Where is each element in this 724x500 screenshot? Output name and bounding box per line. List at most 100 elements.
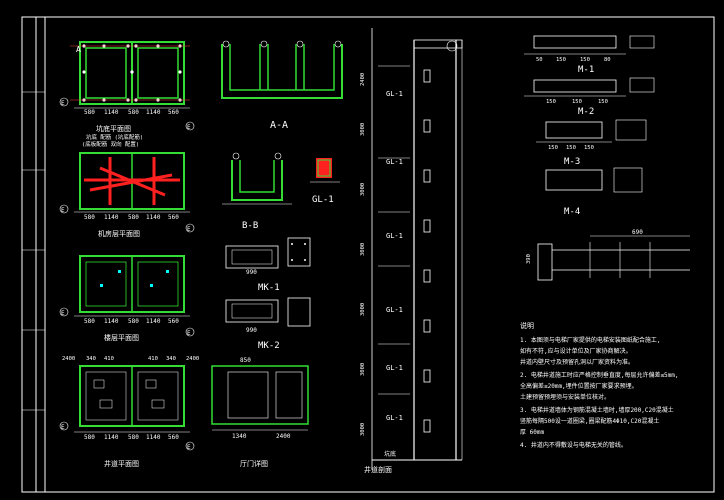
door-width-dim: 850 xyxy=(240,357,251,364)
level-dim: 3000 xyxy=(360,183,366,196)
dim-label: 150 xyxy=(572,99,582,105)
m2-dims: 150 150 150 xyxy=(546,99,608,105)
dim-label: 1140 xyxy=(104,214,119,221)
detail-side-dim: 390 xyxy=(526,254,532,264)
axis-marker-e-right: E xyxy=(187,226,191,233)
elevation-gl-labels: GL-1 GL-1 GL-1 GL-1 GL-1 GL-1 xyxy=(386,90,403,422)
note-line: 2. 电梯井道施工时应严格控制垂直度,每层允许偏差≤5mm, xyxy=(520,371,679,379)
machine-floor-plan xyxy=(74,152,190,213)
general-notes: 说明 1. 本图须与电梯厂家提供的电梯安装图纸配合施工, 如有不符,应与设计单位… xyxy=(520,321,679,449)
m2-drawing xyxy=(524,77,655,97)
dim-label: 150 xyxy=(580,57,590,63)
dim-label: 560 xyxy=(168,434,179,441)
gl-label: GL-1 xyxy=(386,158,403,166)
beam-connection-detail xyxy=(537,235,690,281)
dim-label: 2400 xyxy=(186,356,199,362)
dim-label: 580 xyxy=(84,109,95,116)
m1-label: M-1 xyxy=(578,65,594,75)
note-line: 竖筋每隔500设一道圈梁,圈梁配筋4Φ10,C20混凝土 xyxy=(520,417,659,425)
dim-label: 410 xyxy=(148,356,158,362)
dim-label: 580 xyxy=(84,434,95,441)
axis-marker-e-right: E xyxy=(187,330,191,337)
m3-drawing xyxy=(536,119,647,143)
section-bb-label: B-B xyxy=(242,221,258,231)
dim-label: 1140 xyxy=(104,109,119,116)
pit-plan-dim-row: 580 1140 580 1140 560 xyxy=(84,109,179,116)
axis-bubble xyxy=(59,97,69,107)
dim-label: 150 xyxy=(546,99,556,105)
section-bb-drawing xyxy=(222,152,292,205)
left-title-strip-cells xyxy=(22,91,45,411)
detail-top-dim: 690 xyxy=(632,229,643,236)
mk2-label: MK-2 xyxy=(258,341,280,351)
axis-bubble xyxy=(59,307,69,317)
dim-label: 580 xyxy=(128,318,139,325)
elevation-level-dims: 2400 3000 3000 3000 3000 3000 3000 xyxy=(360,73,366,436)
axis-bubble xyxy=(185,223,195,233)
level-dim: 3000 xyxy=(360,123,366,136)
notes-heading: 说明 xyxy=(520,321,534,330)
note-line: 如有不符,应与设计单位及厂家协商解决。 xyxy=(520,347,632,355)
axis-marker-e-right: E xyxy=(187,444,191,451)
floor-plan-title: 楼层平面图 xyxy=(104,333,139,342)
mk1-width-dim: 990 xyxy=(246,269,257,276)
gl-label: GL-1 xyxy=(386,306,403,314)
dim-label: 150 xyxy=(566,145,576,151)
dim-label: 1140 xyxy=(146,214,161,221)
axis-marker-e-right: E xyxy=(187,124,191,131)
note-line: 全高偏差≤20mm,埋件位置按厂家要求预埋。 xyxy=(520,382,638,390)
axis-bubble xyxy=(185,327,195,337)
m4-label: M-4 xyxy=(564,207,580,217)
axis-bubble xyxy=(185,441,195,451)
door-bottom-dim: 1340 xyxy=(232,433,247,440)
mk1-label: MK-1 xyxy=(258,283,280,293)
m2-label: M-2 xyxy=(578,107,594,117)
note-line: 厚 60mm xyxy=(520,429,544,436)
dim-label: 410 xyxy=(104,356,114,362)
gl-label: GL-1 xyxy=(386,90,403,98)
axis-bubble xyxy=(59,204,69,214)
pit-plan xyxy=(70,41,190,109)
gl1-detail xyxy=(310,158,340,183)
dim-label: 150 xyxy=(584,145,594,151)
shaft-plan-dim-row: 580 1140 580 1140 560 xyxy=(84,434,179,441)
mk1-drawing xyxy=(225,237,311,269)
axis-marker-e: E xyxy=(61,310,65,317)
dim-label: 580 xyxy=(128,109,139,116)
dim-label: 560 xyxy=(168,109,179,116)
pit-plan-title: 坑底平面图 xyxy=(96,124,131,133)
dim-label: 150 xyxy=(548,145,558,151)
dim-label: 1140 xyxy=(146,434,161,441)
note-line: 土建预留预埋须与安装单位核对。 xyxy=(520,393,610,401)
dim-label: 2400 xyxy=(62,356,75,362)
axis-bubble xyxy=(59,421,69,431)
section-aa-drawing xyxy=(221,40,343,99)
level-dim: 3000 xyxy=(360,243,366,256)
dim-label: 580 xyxy=(84,318,95,325)
machine-floor-dim-row: 580 1140 580 1140 560 xyxy=(84,214,179,221)
axis-bubble xyxy=(185,121,195,131)
dim-label: 340 xyxy=(166,356,176,362)
mk2-drawing xyxy=(225,297,311,327)
floor-plan xyxy=(74,255,190,317)
dim-label: 560 xyxy=(168,214,179,221)
dim-label: 580 xyxy=(84,214,95,221)
dim-label: 50 xyxy=(536,57,543,63)
pit-plan-subtitle: 坑底 配筋 (坑底配筋) xyxy=(86,133,143,141)
dim-label: 580 xyxy=(128,214,139,221)
door-bottom-dim: 2400 xyxy=(276,433,291,440)
gl1-detail-label: GL-1 xyxy=(312,195,334,205)
level-dim: 3000 xyxy=(360,303,366,316)
m3-dims: 150 150 150 xyxy=(548,145,594,151)
note-line: 4. 井道内不得敷设与电梯无关的管线。 xyxy=(520,441,627,449)
pit-plan-subtitle: (底板配筋 双向 配置) xyxy=(82,140,139,148)
m1-drawing xyxy=(524,35,655,55)
m1-dims: 50 150 150 80 xyxy=(536,57,611,63)
dim-label: 150 xyxy=(598,99,608,105)
shaft-plan xyxy=(74,365,190,433)
floor-plan-dim-row: 580 1140 580 1140 560 xyxy=(84,318,179,325)
axis-marker-e: E xyxy=(61,207,65,214)
dim-label: 1140 xyxy=(146,318,161,325)
dim-label: 80 xyxy=(604,57,611,63)
